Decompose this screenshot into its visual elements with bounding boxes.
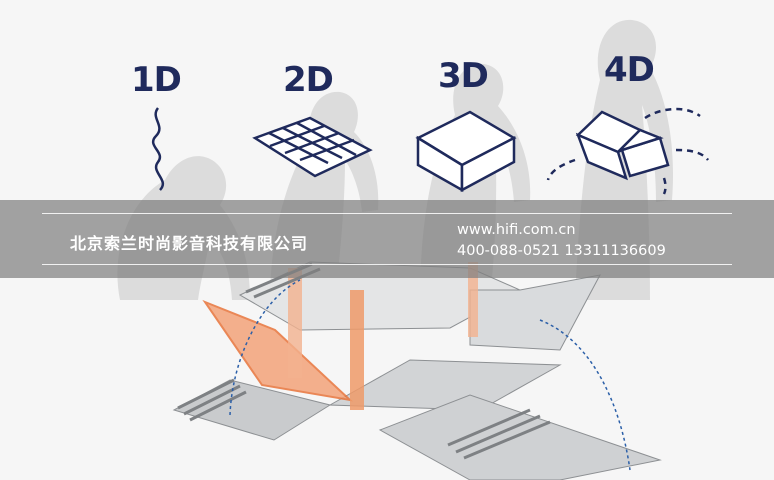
banner-bottom-rule bbox=[42, 264, 732, 265]
three-dimension-box-icon bbox=[415, 110, 517, 193]
contact-info: www.hifi.com.cn 400-088-0521 13311136609 bbox=[457, 220, 666, 262]
one-dimension-label: 1D bbox=[131, 60, 182, 100]
folding-structure bbox=[172, 261, 662, 480]
company-name: 北京索兰时尚影音科技有限公司 bbox=[70, 234, 309, 253]
banner-top-rule bbox=[42, 213, 732, 214]
phone-numbers: 400-088-0521 13311136609 bbox=[457, 243, 666, 259]
one-dimension-line-icon bbox=[151, 107, 165, 191]
four-dimension-label: 4D bbox=[604, 50, 655, 90]
website-text: www.hifi.com.cn bbox=[457, 222, 576, 238]
two-dimension-grid-icon bbox=[252, 116, 373, 178]
watermark-banner: 北京索兰时尚影音科技有限公司 www.hifi.com.cn 400-088-0… bbox=[0, 200, 774, 278]
four-dimension-box-icon bbox=[546, 107, 709, 195]
two-dimension-label: 2D bbox=[283, 60, 334, 100]
three-dimension-label: 3D bbox=[438, 56, 489, 96]
